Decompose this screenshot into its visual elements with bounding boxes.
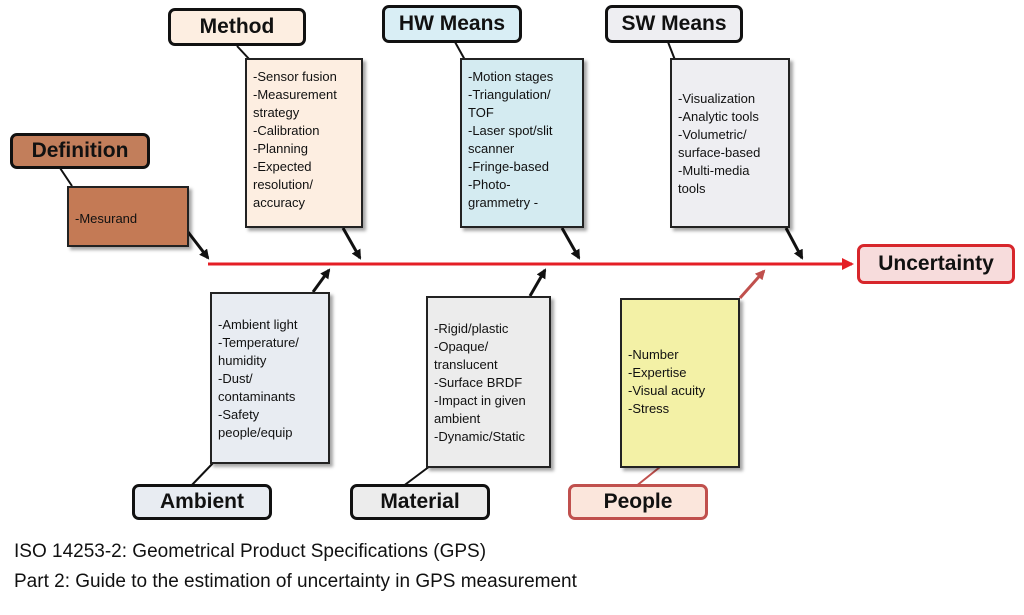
material-item: -Opaque/ — [434, 339, 489, 354]
ambient-arrow — [311, 268, 331, 293]
material-item: -Dynamic/Static — [434, 429, 526, 444]
ambient-label-connector — [189, 461, 215, 488]
ambient-item: humidity — [218, 353, 267, 368]
definition-label: Definition — [10, 133, 150, 169]
definition-arrow — [186, 231, 210, 260]
method-item: -Sensor fusion — [253, 69, 337, 84]
ambient-item: -Dust/ — [218, 371, 253, 386]
sw-arrow — [784, 227, 804, 260]
sw-means-box: -Visualization -Analytic tools -Volumetr… — [670, 58, 790, 228]
method-item: -Expected — [253, 159, 312, 174]
material-item: ambient — [434, 411, 481, 426]
definition-item: -Mesurand — [75, 211, 138, 226]
uncertainty-effect: Uncertainty — [857, 244, 1015, 284]
hw-means-item: -Triangulation/ — [468, 87, 551, 102]
hw-means-item: grammetry - — [468, 195, 539, 210]
hw-arrow — [560, 227, 581, 260]
people-item: -Expertise — [628, 365, 687, 380]
people-arrow — [738, 269, 766, 299]
material-item: -Rigid/plastic — [434, 321, 509, 336]
method-item: -Calibration — [253, 123, 320, 138]
ambient-item: -Temperature/ — [218, 335, 299, 350]
method-item: -Measurement — [253, 87, 337, 102]
ambient-item: -Ambient light — [218, 317, 298, 332]
sw-means-item: tools — [678, 181, 706, 196]
method-item: resolution/ — [253, 177, 313, 192]
ambient-item: -Safety — [218, 407, 260, 422]
ambient-item: contaminants — [218, 389, 296, 404]
material-item: translucent — [434, 357, 498, 372]
hw-means-item: TOF — [468, 105, 494, 120]
ambient-box: -Ambient light -Temperature/ humidity -D… — [210, 292, 330, 464]
ambient-item: people/equip — [218, 425, 293, 440]
hw-means-item: scanner — [468, 141, 515, 156]
hw-label-connector — [454, 41, 466, 61]
ambient-label: Ambient — [132, 484, 272, 520]
hw-means-box: -Motion stages -Triangulation/ TOF -Lase… — [460, 58, 584, 228]
material-label: Material — [350, 484, 490, 520]
material-label-connector — [401, 465, 431, 488]
sw-means-item: -Analytic tools — [678, 109, 759, 124]
sw-means-item: -Visualization — [678, 91, 756, 106]
method-label-connector — [236, 45, 251, 61]
method-box: -Sensor fusion -Measurement strategy -Ca… — [245, 58, 363, 228]
material-item: -Surface BRDF — [434, 375, 523, 390]
method-item: accuracy — [253, 195, 306, 210]
sw-means-item: -Multi-media — [678, 163, 750, 178]
caption-line-2: Part 2: Guide to the estimation of uncer… — [14, 571, 577, 592]
hw-means-item: -Photo- — [468, 177, 511, 192]
definition-box: -Mesurand — [67, 186, 189, 247]
people-label-connector — [634, 466, 661, 488]
people-item: -Visual acuity — [628, 383, 706, 398]
sw-label-connector — [667, 41, 676, 61]
people-item: -Stress — [628, 401, 670, 416]
method-label: Method — [168, 8, 306, 46]
people-item: -Number — [628, 347, 679, 362]
sw-means-item: -Volumetric/ — [678, 127, 747, 142]
material-arrow — [528, 268, 547, 297]
hw-means-item: -Motion stages — [468, 69, 554, 84]
hw-means-item: -Laser spot/slit — [468, 123, 553, 138]
definition-label-connector — [59, 167, 73, 187]
sw-means-label: SW Means — [605, 5, 743, 43]
caption-line-1: ISO 14253-2: Geometrical Product Specifi… — [14, 541, 487, 562]
material-box: -Rigid/plastic -Opaque/ translucent -Sur… — [426, 296, 551, 468]
material-item: -Impact in given — [434, 393, 526, 408]
people-box: -Number -Expertise -Visual acuity -Stres… — [620, 298, 740, 468]
method-item: strategy — [253, 105, 300, 120]
people-label: People — [568, 484, 708, 520]
hw-means-label: HW Means — [382, 5, 522, 43]
sw-means-item: surface-based — [678, 145, 761, 160]
method-item: -Planning — [253, 141, 308, 156]
hw-means-item: -Fringe-based — [468, 159, 549, 174]
method-arrow — [341, 227, 362, 260]
